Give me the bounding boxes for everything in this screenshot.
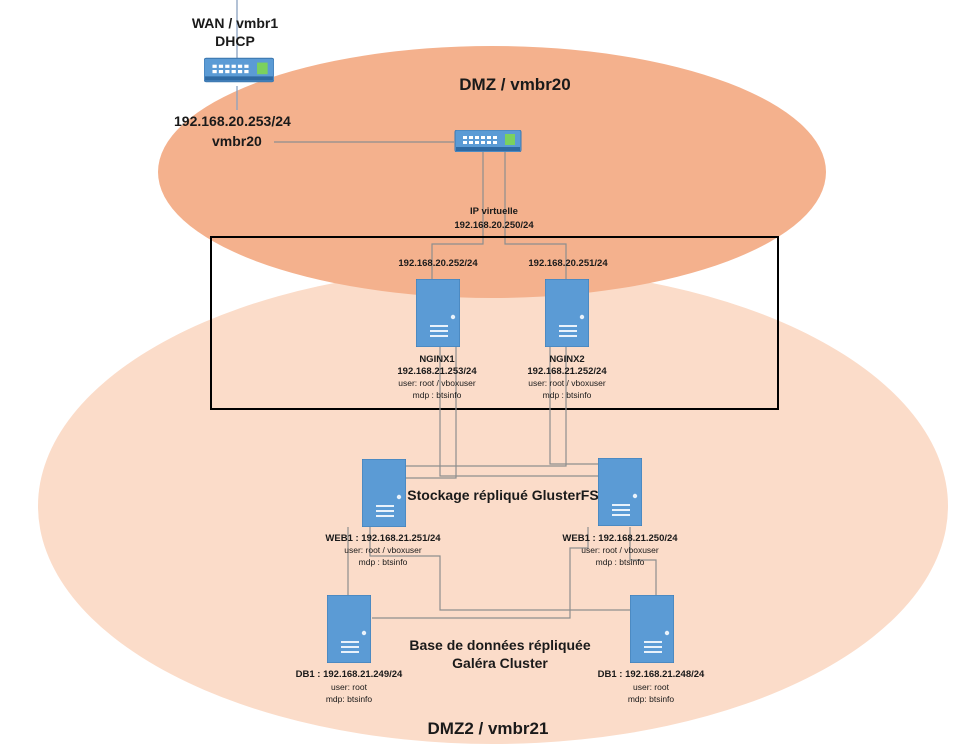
dmz-zone xyxy=(158,46,826,298)
web-left-pass: mdp : btsinfo xyxy=(359,557,408,567)
ha-cluster-box xyxy=(210,236,779,410)
web-right-to-db-right-link xyxy=(629,527,657,596)
nginx1-user: user: root / vboxuser xyxy=(398,378,476,388)
wan-label: WAN / vmbr1 xyxy=(192,15,279,31)
dmz-zone-label: DMZ / vmbr20 xyxy=(459,75,570,94)
nginx2-to-web-left-link xyxy=(406,347,567,467)
vip-ip: 192.168.20.250/24 xyxy=(454,220,534,231)
glusterfs-label: Stockage répliqué GlusterFS xyxy=(407,487,598,503)
db-right-label: DB1 : 192.168.21.248/24 xyxy=(598,669,705,680)
db-left-pass: mdp: btsinfo xyxy=(326,694,373,704)
web-left-to-db-right-link xyxy=(369,527,630,611)
db-left-user: user: root xyxy=(331,682,368,692)
nginx1-ext-ip: 192.168.20.252/24 xyxy=(398,258,478,269)
wan-router-icon xyxy=(204,57,274,83)
nginx1-name: NGINX1 xyxy=(419,354,455,365)
nginx2-ext-ip: 192.168.20.251/24 xyxy=(528,258,608,269)
nginx2-to-web-right-link xyxy=(549,347,600,465)
dhcp-label: DHCP xyxy=(215,33,255,49)
db-right-server-icon xyxy=(630,595,674,663)
vip-label: IP virtuelle xyxy=(470,206,518,217)
web-left-user: user: root / vboxuser xyxy=(344,545,422,555)
nginx1-pass: mdp : btsinfo xyxy=(413,390,462,400)
nginx2-name: NGINX2 xyxy=(549,354,584,365)
web-right-user: user: root / vboxuser xyxy=(581,545,659,555)
db-left-label: DB1 : 192.168.21.249/24 xyxy=(296,669,403,680)
dmz2-zone xyxy=(38,268,948,744)
galera-label-line1: Base de données répliquée xyxy=(409,637,590,653)
galera-label-line2: Galéra Cluster xyxy=(452,655,548,671)
db-right-pass: mdp: btsinfo xyxy=(628,694,675,704)
web-left-server-icon xyxy=(362,459,406,527)
nginx2-int-ip: 192.168.21.252/24 xyxy=(527,366,607,377)
db-right-user: user: root xyxy=(633,682,670,692)
db-left-server-icon xyxy=(327,595,371,663)
nginx1-to-web-right-link xyxy=(439,347,600,477)
web-right-label: WEB1 : 192.168.21.250/24 xyxy=(562,533,678,544)
nginx1-to-web-left-link xyxy=(406,347,457,479)
nginx2-user: user: root / vboxuser xyxy=(528,378,606,388)
web-right-to-db-left-link xyxy=(372,527,589,619)
web-left-label: WEB1 : 192.168.21.251/24 xyxy=(325,533,441,544)
gateway-ip-label: 192.168.20.253/24 xyxy=(174,113,291,129)
nginx2-server-icon xyxy=(545,279,589,347)
switch-to-nginx2-link xyxy=(504,152,567,282)
nginx1-server-icon xyxy=(416,279,460,347)
dmz2-zone-label: DMZ2 / vmbr21 xyxy=(428,719,549,738)
gateway-bridge-label: vmbr20 xyxy=(212,133,262,149)
nginx2-pass: mdp : btsinfo xyxy=(543,390,592,400)
nginx1-int-ip: 192.168.21.253/24 xyxy=(397,366,477,377)
dmz-switch-icon xyxy=(454,130,522,152)
switch-to-nginx1-link xyxy=(431,152,484,282)
web-right-server-icon xyxy=(598,458,642,526)
web-right-pass: mdp : btsinfo xyxy=(596,557,645,567)
